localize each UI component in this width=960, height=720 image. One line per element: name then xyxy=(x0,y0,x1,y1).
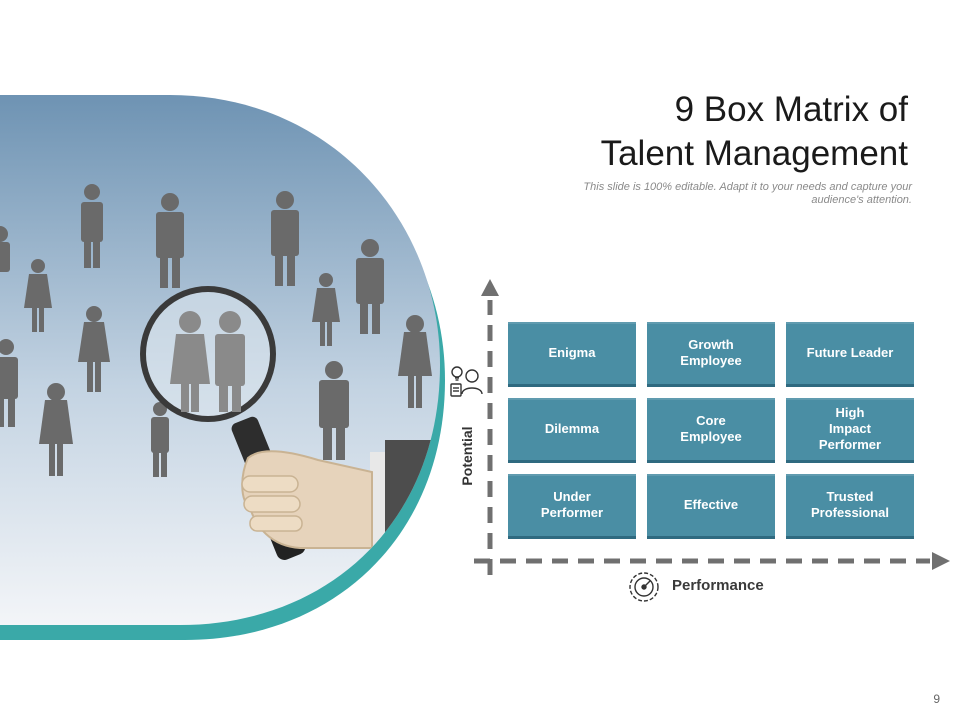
cell-growth-employee: Growth Employee xyxy=(647,322,775,384)
idea-person-icon xyxy=(448,364,484,400)
title-line-1: 9 Box Matrix of xyxy=(488,88,908,132)
cell-under-performer: Under Performer xyxy=(508,474,636,536)
slide-subtitle: This slide is 100% editable. Adapt it to… xyxy=(532,181,912,207)
x-axis-arrow xyxy=(932,552,950,570)
speedometer-gear-icon xyxy=(626,569,662,605)
x-axis-label: Performance xyxy=(672,577,764,594)
y-axis-label: Potential xyxy=(459,416,475,496)
page-number: 9 xyxy=(933,692,940,706)
y-axis-arrow xyxy=(481,279,499,296)
slide-title: 9 Box Matrix of Talent Management xyxy=(488,88,908,176)
cell-future-leader: Future Leader xyxy=(786,322,914,384)
cell-effective: Effective xyxy=(647,474,775,536)
cell-trusted-professional: Trusted Professional xyxy=(786,474,914,536)
title-line-2: Talent Management xyxy=(488,132,908,176)
talent-search-illustration xyxy=(0,80,460,650)
cell-core-employee: Core Employee xyxy=(647,398,775,460)
nine-box-matrix: Enigma Growth Employee Future Leader Dil… xyxy=(508,322,914,536)
cell-high-impact-performer: High Impact Performer xyxy=(786,398,914,460)
cell-enigma: Enigma xyxy=(508,322,636,384)
cell-dilemma: Dilemma xyxy=(508,398,636,460)
